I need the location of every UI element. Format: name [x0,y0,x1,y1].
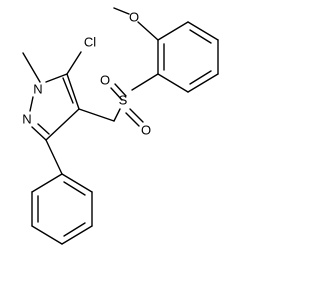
bond-ring-b-6 [31,173,63,193]
bond-methyl-o [113,7,130,15]
bond-ring-b-double-1 [63,181,86,196]
bond-ring-a-double-1 [189,29,212,44]
atom-n2: N [22,112,31,127]
bond-s-o1-a [114,83,127,97]
bond-pyr-n2-c3-double [37,123,50,135]
bond-o-aryl [137,21,159,41]
bond-ring-b-3 [61,225,93,245]
bond-pyr-c5-c5double [62,77,74,104]
bond-pyr-c4-c5 [66,73,80,110]
atom-o-sulfonyl-2: O [141,123,151,138]
bond-pyr-c5-n1 [45,73,68,83]
bond-ch2-c4 [78,108,115,122]
bond-c3-phenyl [45,139,63,175]
bond-pyr-n2-c3 [31,126,47,141]
bond-s-o2-a [129,108,144,123]
bond-ring-a-5 [157,73,189,93]
bond-pyr-n1-n2 [29,96,34,112]
bond-s-o2-b [125,112,140,127]
bond-pyr-c3-c4 [45,108,80,141]
atom-s-sulfonyl: S [119,93,128,108]
atom-cl: Cl [84,35,96,50]
bond-ring-b-4 [31,225,63,245]
bond-aryl-s [131,73,159,91]
bond-s-ch2 [113,108,121,122]
atom-o-sulfonyl-1: O [100,73,110,88]
bond-s-o1-b [110,87,123,101]
bond-ring-a-4 [187,73,219,93]
atom-n1: N [33,82,42,97]
bond-ring-b-double-2 [63,222,86,237]
atom-labels: O S O O Cl N N [22,10,151,138]
bond-ring-a-double-2 [189,70,212,85]
bond-c5-cl [66,51,82,75]
bond-ring-a-2 [187,21,219,41]
bonds [22,7,219,245]
molecule-structure: O S O O Cl N N [22,7,219,245]
bond-ring-b-1 [61,173,93,193]
bond-ring-a-1 [157,21,189,41]
atom-o-methoxy: O [129,10,139,25]
bond-n1-methyl [22,52,41,83]
